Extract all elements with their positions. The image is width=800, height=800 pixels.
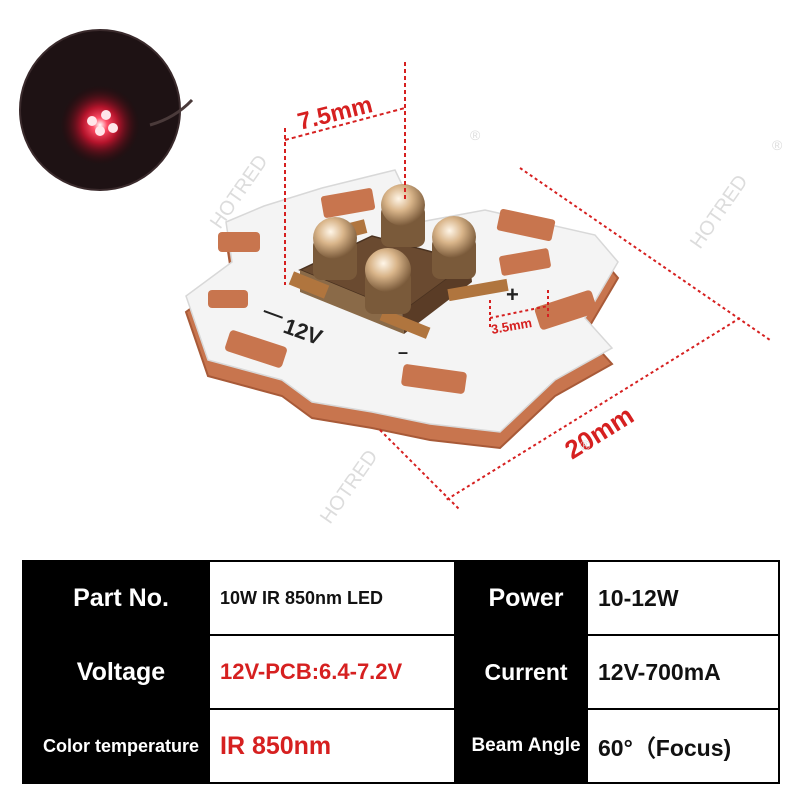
table-row: Color temperature IR 850nm Beam Angle 60…	[22, 708, 780, 784]
dim-label-pad-spacing: 3.5mm	[490, 315, 533, 337]
led-lens-right	[432, 216, 476, 279]
watermark-text: HOTRED	[686, 171, 752, 253]
label-beam-angle: Beam Angle	[454, 708, 588, 784]
value-voltage: 12V-PCB:6.4-7.2V	[208, 634, 456, 710]
value-color-temperature: IR 850nm	[208, 708, 456, 784]
table-row: Part No. 10W IR 850nm LED Power 10-12W	[22, 560, 780, 636]
silk-minus-small: –	[398, 342, 408, 362]
label-color-temperature: Color temperature	[22, 708, 210, 784]
label-voltage: Voltage	[22, 634, 210, 710]
label-power: Power	[454, 560, 588, 636]
specs-table: Part No. 10W IR 850nm LED Power 10-12W V…	[22, 560, 780, 784]
label-current: Current	[454, 634, 588, 710]
table-row: Voltage 12V-PCB:6.4-7.2V Current 12V-700…	[22, 634, 780, 710]
dim-label-led-pitch: 7.5mm	[295, 91, 375, 136]
watermark-mark: ®	[580, 437, 591, 453]
watermark-mark: ®	[470, 127, 481, 143]
lit-led-photo	[19, 29, 194, 191]
led-lens-left	[313, 217, 357, 280]
led-lens-top	[381, 184, 425, 247]
value-part-no: 10W IR 850nm LED	[208, 560, 456, 636]
led-board-illustration: — 12V – + 7.5mm 3.5mm 20mm HOTRED ® HOTR…	[19, 29, 783, 528]
value-current: 12V-700mA	[586, 634, 780, 710]
watermark-text: HOTRED	[316, 446, 382, 528]
dimension-led-pitch	[284, 62, 406, 285]
watermark-mark: ®	[772, 137, 783, 153]
dim-label-board-width: 20mm	[559, 400, 639, 465]
value-power: 10-12W	[586, 560, 780, 636]
label-part-no: Part No.	[22, 560, 210, 636]
dimension-board-width	[379, 167, 771, 511]
dimension-pad-spacing	[489, 290, 549, 330]
silk-plus: +	[506, 282, 519, 307]
value-beam-angle: 60°（Focus)	[586, 708, 780, 784]
led-lens-bottom	[365, 248, 411, 314]
